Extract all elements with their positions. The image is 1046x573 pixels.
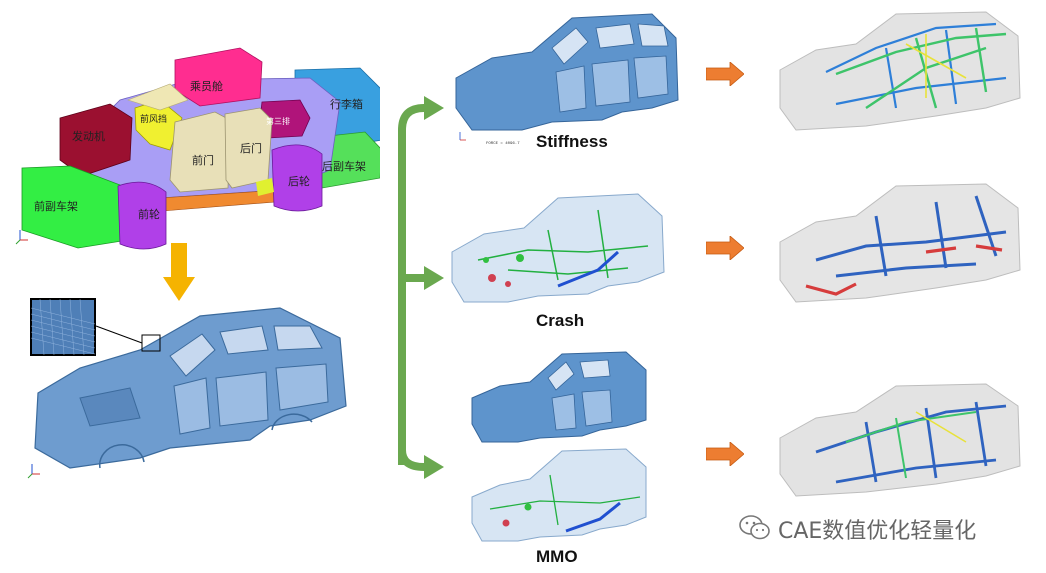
mmo-stiffness-model	[471, 351, 647, 443]
label-rear-subframe: 后副车架	[322, 159, 366, 173]
mesh-zoom-inset	[30, 298, 96, 356]
mmo-label: MMO	[536, 547, 578, 566]
module-concept-model: 发动机 乘员舱 前风挡 行李箱 前门 后门 第三排 前轮 后轮 前副车架 后副车…	[15, 47, 380, 250]
label-front-wheel: 前轮	[138, 207, 160, 221]
crash-label: Crash	[536, 311, 585, 330]
axis-triad-icon	[27, 464, 40, 479]
label-windshield: 前风挡	[140, 113, 167, 125]
axis-triad-icon	[15, 230, 28, 245]
label-front-door: 前门	[192, 153, 214, 167]
label-trunk: 行李箱	[330, 97, 363, 111]
right-arrow-icon	[706, 442, 744, 466]
body-in-white-model	[27, 307, 347, 479]
stiffness-model: FORCE = 4096.7	[455, 13, 679, 146]
label-front-subframe: 前副车架	[34, 199, 78, 213]
down-arrow-icon	[163, 243, 195, 301]
branch-arrows	[398, 96, 444, 479]
label-rear-door: 后门	[240, 141, 262, 155]
svg-text:FORCE = 4096.7: FORCE = 4096.7	[486, 142, 520, 146]
label-rear-wheel: 后轮	[288, 174, 310, 188]
axis-triad-icon	[459, 132, 466, 141]
right-arrow-icon	[706, 62, 744, 86]
stiffness-result-frame	[779, 11, 1021, 131]
label-third-row: 第三排	[266, 116, 290, 126]
watermark-text: CAE数值优化轻量化	[778, 519, 977, 544]
right-arrow-icon	[706, 236, 744, 260]
stiffness-label: Stiffness	[536, 132, 608, 151]
label-cabin: 乘员舱	[190, 79, 223, 93]
crash-result-frame	[779, 183, 1021, 303]
mmo-result-frame	[779, 383, 1021, 497]
mmo-crash-model	[471, 448, 647, 542]
crash-model	[451, 193, 665, 303]
label-engine: 发动机	[72, 129, 105, 143]
wechat-icon	[739, 515, 770, 540]
